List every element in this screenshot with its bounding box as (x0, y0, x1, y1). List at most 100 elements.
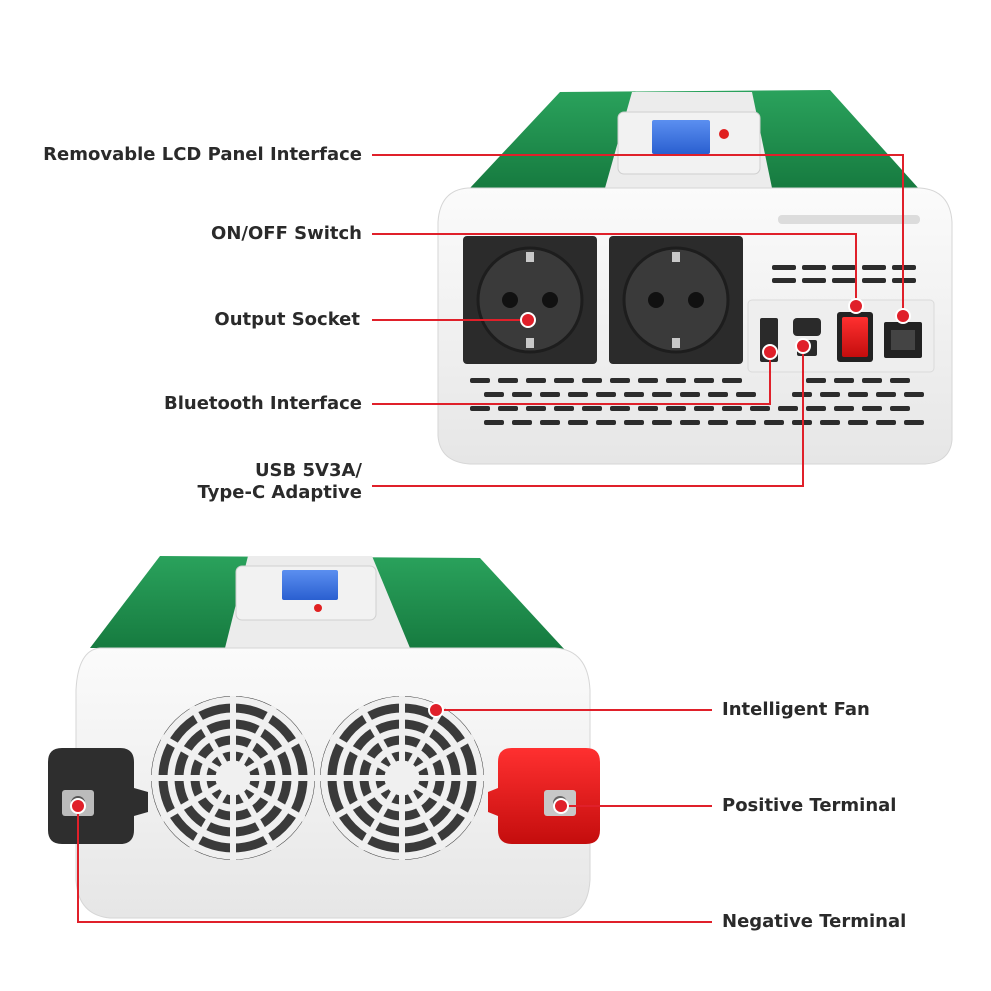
rocker-switch-icon[interactable] (837, 312, 873, 362)
fan-spoke (399, 705, 446, 780)
vent-slot (736, 392, 756, 397)
vent-slot (680, 392, 700, 397)
fan-spoke (189, 776, 236, 851)
vent-slot (484, 420, 504, 425)
vent-slot (610, 406, 630, 411)
usb-c-port-icon[interactable] (793, 318, 821, 336)
vent-slot (666, 406, 686, 411)
output-socket-2[interactable] (609, 236, 743, 364)
marker-lcd (895, 308, 911, 324)
vent-slot (568, 392, 588, 397)
vent-slot (876, 392, 896, 397)
vent-slot (890, 406, 910, 411)
vent-slot (722, 378, 742, 383)
fan-spoke (160, 775, 235, 822)
vent-slot (904, 392, 924, 397)
lcd-led-icon (719, 129, 729, 139)
vent-slot (806, 406, 826, 411)
top-unit (437, 90, 953, 465)
fan-spoke (399, 776, 446, 851)
vent-slot (540, 392, 560, 397)
label-negative: Negative Terminal (722, 911, 907, 932)
marker-positive (553, 798, 569, 814)
vent-slot (582, 406, 602, 411)
vent-slot (806, 378, 826, 383)
socket-hole-icon (648, 292, 664, 308)
vent-slot (764, 420, 784, 425)
label-usb-line2: Type-C Adaptive (197, 482, 362, 503)
fan-spoke (189, 705, 236, 780)
callout-line-usb (372, 345, 804, 487)
fan-spoke (230, 776, 277, 851)
callout-line-lcd (372, 154, 904, 315)
label-usb: USB 5V3A/ Type-C Adaptive (198, 460, 362, 504)
vent-slot (820, 392, 840, 397)
vent-slot (680, 420, 700, 425)
top-vent-slot (778, 215, 920, 224)
vent-slot (848, 392, 868, 397)
label-positive: Positive Terminal (722, 795, 897, 816)
vent-slot (596, 420, 616, 425)
positive-terminal-icon[interactable] (488, 748, 600, 844)
vent-slot (862, 378, 882, 383)
vent-slot (554, 406, 574, 411)
callout-line-bluetooth (372, 352, 771, 405)
fan-spoke (400, 734, 475, 781)
vent-slot (820, 420, 840, 425)
vent-slot (666, 378, 686, 383)
callout-line-switch (372, 233, 857, 306)
vent-slot (848, 420, 868, 425)
fan-spoke (231, 734, 306, 781)
output-socket-1[interactable] (463, 236, 597, 364)
label-lcd-panel: Removable LCD Panel Interface (43, 144, 362, 165)
label-fan: Intelligent Fan (722, 699, 870, 720)
vent-slot (638, 406, 658, 411)
callout-markers (70, 298, 911, 814)
vent-slot (540, 420, 560, 425)
rj45-port-icon[interactable] (884, 322, 922, 358)
fan-spoke (230, 705, 277, 780)
fan-spoke (329, 734, 404, 781)
negative-terminal-icon[interactable] (48, 748, 148, 844)
label-output-socket: Output Socket (214, 309, 360, 330)
vent-slot (722, 406, 742, 411)
label-on-off-switch: ON/OFF Switch (211, 223, 362, 244)
vent-slot (694, 378, 714, 383)
vent-slot (596, 392, 616, 397)
fan-spoke (329, 775, 404, 822)
label-usb-line1: USB 5V3A/ (254, 460, 362, 481)
vent-slot (708, 420, 728, 425)
vent-slot (890, 378, 910, 383)
vent-slot (778, 406, 798, 411)
fan-grille-icon (320, 696, 484, 860)
vent-slot (568, 420, 588, 425)
vent-slot (554, 378, 574, 383)
vent-slot (862, 406, 882, 411)
socket-hole-icon (502, 292, 518, 308)
fan-spoke (358, 776, 405, 851)
vent-slot (470, 406, 490, 411)
marker-usb (795, 338, 811, 354)
vent-slot (694, 406, 714, 411)
vent-slot (526, 378, 546, 383)
callout-lines (77, 154, 904, 923)
vent-slot (904, 420, 924, 425)
vent-slot (708, 392, 728, 397)
vent-slot (512, 420, 532, 425)
vent-slot (652, 420, 672, 425)
bottom-lcd-led-icon (314, 604, 322, 612)
fan-spoke (231, 775, 306, 822)
vent-slot (638, 378, 658, 383)
vent-slot (512, 392, 532, 397)
marker-socket (520, 312, 536, 328)
vent-slot (582, 378, 602, 383)
vent-slot (624, 392, 644, 397)
vent-slot (750, 406, 770, 411)
vent-slot (834, 406, 854, 411)
bottom-lcd-screen (282, 570, 338, 600)
vent-slot (484, 392, 504, 397)
socket-hole-icon (542, 292, 558, 308)
fan-spoke (160, 734, 235, 781)
vent-slot (498, 378, 518, 383)
